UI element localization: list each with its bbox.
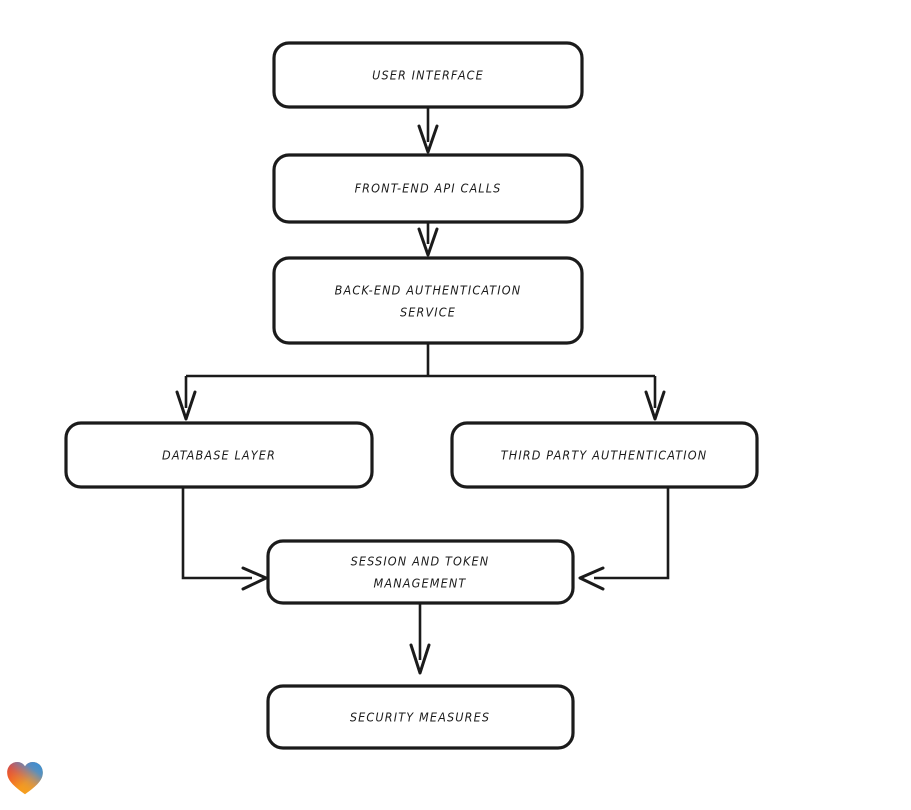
edge-backend-to-database [175,376,197,421]
node-front-end-api-calls[interactable]: FRONT-END API CALLS [272,153,584,224]
node-box-user-interface[interactable] [272,41,584,109]
node-box-security-measures[interactable] [266,684,575,750]
node-security-measures[interactable]: SECURITY MEASURES [266,684,575,750]
node-box-database-layer[interactable] [64,421,374,489]
edge-backend-to-thirdparty [644,376,666,421]
node-third-party-authentication[interactable]: THIRD PARTY AUTHENTICATION [450,421,759,489]
edge-thirdparty-to-session [578,488,670,591]
edge-ui-to-api [417,108,439,154]
node-label-front-end-api-calls: FRONT-END API CALLS [355,181,502,196]
node-layer: USER INTERFACE FRONT-END API CALLS BACK-… [64,41,759,750]
node-label-back-end-authentication-service-line2: SERVICE [400,305,456,320]
node-box-front-end-api-calls[interactable] [272,153,584,224]
node-label-database-layer: DATABASE LAYER [162,448,276,463]
edge-backend-split-bus [186,344,655,378]
edge-api-to-backend [417,223,439,257]
node-back-end-authentication-service[interactable]: BACK-END AUTHENTICATION SERVICE [272,256,584,345]
node-label-user-interface: USER INTERFACE [372,68,484,83]
node-database-layer[interactable]: DATABASE LAYER [64,421,374,489]
node-label-session-and-token-management-line2: MANAGEMENT [374,576,467,591]
node-label-session-and-token-management-line1: SESSION AND TOKEN [351,554,490,569]
edge-layer [175,108,670,675]
node-label-back-end-authentication-service-line1: BACK-END AUTHENTICATION [335,283,522,298]
edge-database-to-session [181,488,268,591]
node-session-and-token-management[interactable]: SESSION AND TOKEN MANAGEMENT [266,539,575,605]
node-label-third-party-authentication: THIRD PARTY AUTHENTICATION [501,448,708,463]
heart-shape-overlay [7,762,43,795]
heart-icon [7,762,43,795]
node-box-third-party-authentication[interactable] [450,421,759,489]
node-user-interface[interactable]: USER INTERFACE [272,41,584,109]
node-label-security-measures: SECURITY MEASURES [350,710,490,725]
node-box-back-end-authentication-service[interactable] [272,256,584,345]
edge-session-to-security [409,604,431,675]
node-box-session-and-token-management[interactable] [266,539,575,605]
